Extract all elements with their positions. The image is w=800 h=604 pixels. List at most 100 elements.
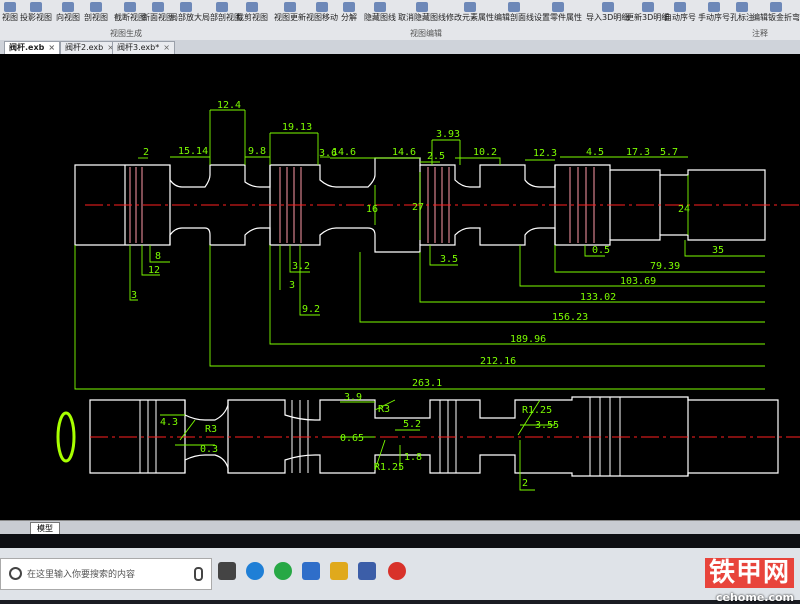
manual-number-icon [708,2,720,12]
properties-icon [464,2,476,12]
auto-number-icon [674,2,686,12]
tool-unhide-lines[interactable]: 取消隐藏图线 [398,2,446,24]
close-icon[interactable]: × [163,43,170,52]
tool-part-properties[interactable]: 设置零件属性 [534,2,582,24]
section-icon [90,2,102,12]
windows-taskbar: 在这里输入你要搜索的内容 [0,548,800,600]
close-icon[interactable]: × [48,43,56,52]
group-label-view-generate: 视图生成 [110,29,142,38]
drawing-canvas[interactable]: 12.4 19.13 3.93 2 15.14 9.8 3.6 14.6 14.… [0,54,800,520]
tab-valve-stem-2[interactable]: 阀杆2.exb× [60,41,119,54]
dim-0-5: 0.5 [592,245,610,256]
tool-import-bom[interactable]: 导入3D明细 [586,2,629,24]
dim-263-1: 263.1 [412,378,442,389]
red-app-icon[interactable] [388,562,406,580]
drawing-svg: 12.4 19.13 3.93 2 15.14 9.8 3.6 14.6 14.… [56,100,800,491]
close-icon[interactable]: × [107,43,114,52]
dim-14-6a: 14.6 [332,147,356,158]
dim-4-5: 4.5 [586,147,604,158]
hatch-icon [508,2,520,12]
tab-valve-stem-3[interactable]: 阀杆3.exb*× [112,41,175,54]
tool-explode[interactable]: 分解 [341,2,357,24]
dim-14-6b: 14.6 [392,147,416,158]
dim-3-5: 3.5 [440,254,458,265]
dim-156-23: 156.23 [552,312,588,323]
lower-dimension-lines [160,399,555,491]
dim-3a: 3 [131,290,137,301]
dim-4-3: 4.3 [160,417,178,428]
search-icon [9,567,22,580]
tool-manual-number[interactable]: 手动序号 [698,2,730,24]
tool-section-view[interactable]: 剖视图 [84,2,108,24]
dim-3-9: 3.9 [344,392,362,403]
dim-9-8: 9.8 [248,146,266,157]
tool-direction-view[interactable]: 向视图 [56,2,80,24]
tool-move-view[interactable]: 视图移动 [306,2,338,24]
tool-projection-view[interactable]: 投影视图 [20,2,52,24]
tab-valve-stem-1[interactable]: 阀杆.exb× [4,41,61,54]
dim-1-8: 1.8 [404,452,422,463]
sheet-tab-bar: 模型 [0,520,800,536]
document-tabs: 阀杆.exb× 阀杆2.exb× 阀杆3.exb*× [0,40,800,55]
tool-sheetmetal-bend[interactable]: 编辑钣金折弯 [752,2,800,24]
break-icon [124,2,136,12]
part-icon [552,2,564,12]
sheetmetal-icon [770,2,782,12]
ribbon-toolbar: 视图 投影视图 向视图 剖视图 截断视图 断面视图 局部放大 局部剖视图 裁剪视… [0,0,800,41]
tool-update-view[interactable]: 视图更新 [274,2,306,24]
dim-r3b: R3 [378,404,390,415]
dim-3-55: 3.55 [535,420,559,431]
microphone-icon[interactable] [194,567,203,581]
task-view-icon[interactable] [218,562,236,580]
dim-212-16: 212.16 [480,356,516,367]
cad-app-icon[interactable] [358,562,376,580]
partial-section-icon [216,2,228,12]
browser-360-icon[interactable] [274,562,292,580]
projection-icon [30,2,42,12]
direction-icon [62,2,74,12]
group-label-annotation: 注释 [752,29,768,38]
dim-8: 8 [155,251,161,262]
dim-3-2: 3.2 [292,261,310,272]
dim-16: 16 [366,204,378,215]
tool-detail-view[interactable]: 局部放大 [170,2,202,24]
dim-27: 27 [412,202,424,213]
tool-update-bom[interactable]: 更新3D明细 [626,2,669,24]
tool-cross-section[interactable]: 断面视图 [142,2,174,24]
edge-browser-icon[interactable] [246,562,264,580]
tool-edit-hatch[interactable]: 编辑剖面线 [494,2,534,24]
search-placeholder: 在这里输入你要搜索的内容 [27,570,136,580]
dim-2: 2 [143,147,149,158]
monitor-bezel [0,534,800,548]
dim-10-2: 10.2 [473,147,497,158]
dim-r3a: R3 [205,424,217,435]
tool-partial-section[interactable]: 局部剖视图 [202,2,242,24]
zoom-icon [180,2,192,12]
dim-133-02: 133.02 [580,292,616,303]
refresh-icon [284,2,296,12]
hole-icon [736,2,748,12]
dim-189-96: 189.96 [510,334,546,345]
dim-2-5: 2.5 [427,151,445,162]
dim-5-7: 5.7 [660,147,678,158]
dim-0-65: 0.65 [340,433,364,444]
tool-hide-lines[interactable]: 隐藏图线 [364,2,396,24]
tool-view[interactable]: 视图 [2,2,18,24]
file-explorer-icon[interactable] [330,562,348,580]
unhide-lines-icon [416,2,428,12]
tool-break-view[interactable]: 截断视图 [114,2,146,24]
dimension-text: 12.4 19.13 3.93 2 15.14 9.8 3.6 14.6 14.… [131,100,724,389]
dim-35: 35 [712,245,724,256]
dim-12-3: 12.3 [533,148,557,159]
tool-auto-number[interactable]: 自动序号 [664,2,696,24]
dim-79-39: 79.39 [650,261,680,272]
explode-icon [343,2,355,12]
watermark-url: cehome.com [715,591,794,604]
tool-hole-note[interactable]: 孔标注 [730,2,754,24]
dim-3-93: 3.93 [436,129,460,140]
dim-r1-25b: R1.25 [522,405,552,416]
tool-crop-view[interactable]: 裁剪视图 [236,2,268,24]
app-icon[interactable] [302,562,320,580]
tool-edit-properties[interactable]: 修改元素属性 [446,2,494,24]
taskbar-search-box[interactable]: 在这里输入你要搜索的内容 [0,558,212,590]
